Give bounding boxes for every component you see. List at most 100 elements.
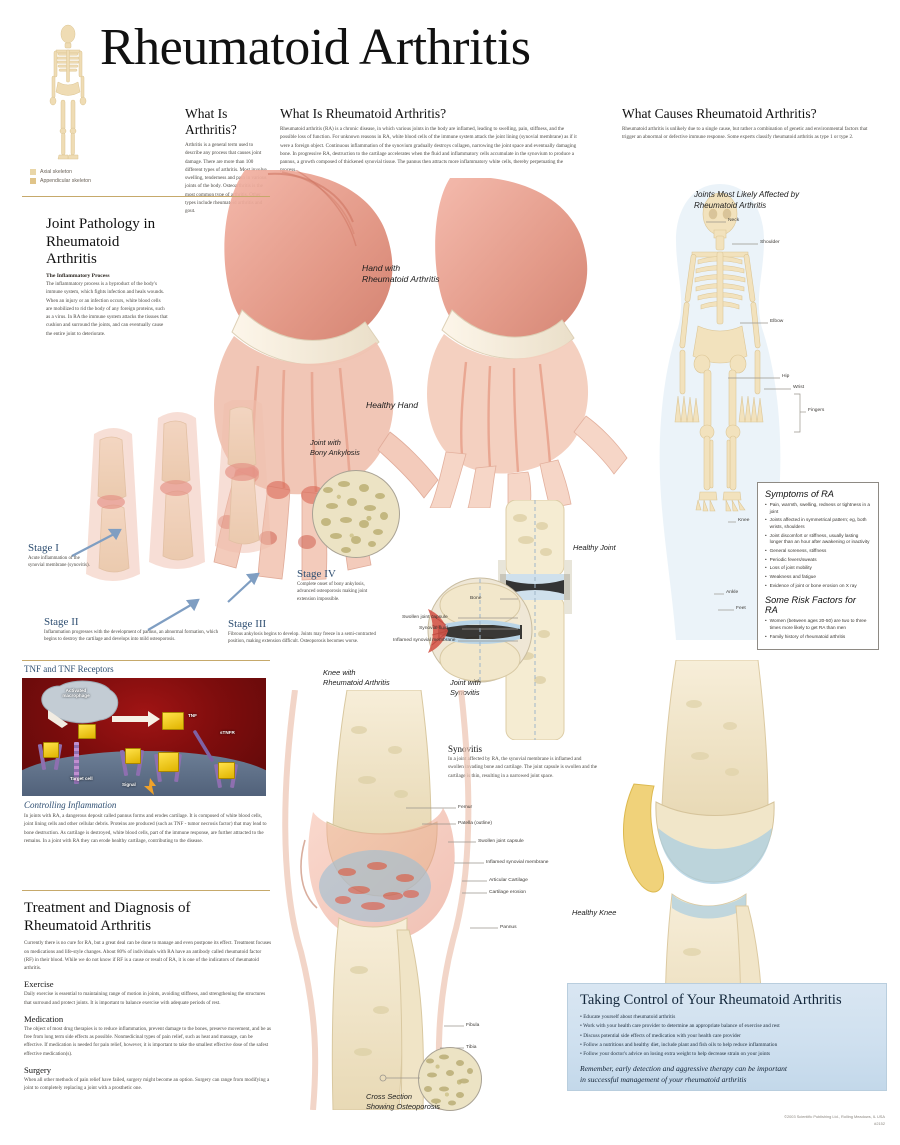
inflammatory-process-body: The inflammatory process is a byproduct … [46, 281, 168, 337]
stage-2-heading: Stage II [44, 616, 79, 628]
risk-item: •Women (between ages 20-50) are two to t… [765, 618, 871, 631]
column-heading: What Is Rheumatoid Arthritis? [280, 106, 447, 121]
legend-label-appendicular: Appendicular skeleton [40, 178, 92, 184]
bullet-dot: • [765, 618, 767, 624]
taking-control-footer: Remember, early detection and aggressive… [580, 1064, 874, 1085]
skeleton-figure-icon [49, 24, 87, 160]
symptom-item: •Joint discomfort or stiffness, usually … [765, 533, 871, 546]
stage-2-text: Inflammation progresses with the develop… [44, 630, 219, 643]
copyright-line-1: ©2003 Scientific Publishing Ltd., Rollin… [784, 1114, 885, 1119]
synovitis-joint-illustration [420, 575, 540, 685]
signal-label: Signal [122, 782, 136, 787]
full-body-skeleton-illustration [640, 178, 800, 648]
osteoporosis-cross-section-circle [418, 1047, 482, 1111]
stage-3-block: Stage III Fibrous ankylosis begins to de… [228, 618, 386, 646]
taking-control-text: Discuss potential side effects of medica… [583, 1032, 741, 1039]
body-label-shoulder: Shoulder [760, 240, 780, 245]
stage-1-block: Stage I Acute inflammation of the synovi… [28, 542, 92, 570]
knee-callout-femur: Femur [458, 805, 473, 810]
healthy-knee-label: Healthy Knee [572, 908, 617, 917]
body-label-elbow: Elbow [770, 319, 784, 324]
symptom-text: Weakness and fatigue [769, 574, 816, 580]
symptoms-heading: Symptoms of RA [765, 489, 834, 499]
joint-callout-swollen-capsule: Swollen joint capsule [402, 615, 448, 620]
hand-ra-label-line1: Hand with [362, 263, 401, 273]
joint-callout-leaders [458, 598, 518, 642]
bony-ankylosis-label-line2: Bony Ankylosis [310, 447, 360, 457]
column-body: Rheumatoid arthritis (RA) is a chronic d… [280, 126, 577, 174]
knee-callout-swollen-capsule: Swollen joint capsule [478, 839, 524, 844]
symptom-item: •Evidence of joint or bone erosion on X … [765, 583, 871, 590]
finger-stage-illustrations [60, 398, 310, 640]
cross-section-label: Cross Section Showing Osteoporosis [366, 1092, 440, 1112]
legend-item: Appendicular skeleton [30, 178, 91, 184]
legend-swatch-axial [30, 169, 36, 175]
taking-control-box: Taking Control of Your Rheumatoid Arthri… [567, 983, 887, 1091]
risk-factors-heading: Some Risk Factors for RA [765, 595, 856, 616]
bullet-dot: • [765, 556, 767, 562]
symptoms-list: •Pain, warmth, swelling, redness or tigh… [765, 502, 871, 589]
target-cell-label: Target cell [70, 776, 93, 781]
symptom-text: General soreness, stiffness [769, 548, 827, 554]
stage-2-block: Stage II Inflammation progresses with th… [44, 616, 222, 644]
bullet-dot: • [765, 548, 767, 554]
knee-callout-inflamed-membrane: Inflamed synovial membrane [486, 860, 549, 865]
tnf-section-heading: TNF and TNF Receptors [24, 664, 114, 674]
controlling-inflammation-body: In joints with RA, a dangerous deposit c… [24, 813, 267, 844]
joint-callout-bone: Bone [470, 596, 482, 601]
tnf-label: TNF [188, 713, 197, 718]
symptom-text: Periodic fevers/sweats [769, 556, 817, 562]
surgery-body: When all other methods of pain relief ha… [24, 1076, 270, 1092]
joints-affected-label: Joints Most Likely Affected by Rheumatoi… [694, 190, 799, 211]
bony-ankylosis-label-line1: Joint with [310, 438, 341, 447]
joint-pathology-section: Joint Pathology in Rheumatoid Arthritis … [46, 216, 168, 338]
bullet-dot: • [765, 565, 767, 571]
joint-pathology-heading-line2: Rheumatoid Arthritis [46, 233, 120, 268]
joint-synovitis-label-line1: Joint with [450, 678, 481, 687]
column-body: Arthritis is a general term used to desc… [185, 142, 267, 214]
bullet-dot: • [765, 582, 767, 588]
bullet-dot: • [765, 502, 767, 507]
symptom-text: Joints affected in symmetrical pattern; … [769, 517, 867, 530]
body-label-ankle: Ankle [726, 590, 739, 595]
body-label-hip: Hip [782, 374, 790, 379]
stage-arrows [71, 528, 260, 631]
bullet-dot: • [765, 517, 767, 523]
stage-4-text: Complete onset of bony ankylosis, advanc… [297, 582, 368, 602]
column-body: Rheumatoid arthritis is unlikely due to … [622, 126, 868, 141]
stage-1-text: Acute inflammation of the synovial membr… [28, 556, 90, 569]
symptom-text: Pain, warmth, swelling, redness or tight… [769, 502, 870, 514]
bullet-dot: • [765, 574, 767, 580]
body-label-neck: Neck [728, 218, 740, 223]
knee-callout-pannus: Pannus [500, 925, 517, 930]
taking-control-text: Educate yourself about rheumatoid arthri… [583, 1014, 676, 1020]
activated-macrophage-shape [41, 680, 119, 724]
skeleton-legend: Axial skeleton Appendicular skeleton [30, 166, 91, 184]
tnf-receptors-diagram: Activated macrophage TNF sTNFR Target ce… [22, 678, 266, 796]
symptom-item: •Weakness and fatigue [765, 574, 871, 581]
risk-text: Women (between ages 20-50) are two to th… [769, 618, 867, 631]
joint-cross-svg [498, 499, 572, 741]
macrophage-label-line2: macrophage [62, 693, 90, 699]
bony-ankylosis-texture [321, 481, 388, 553]
treatment-heading: Treatment and Diagnosis of Rheumatoid Ar… [24, 900, 272, 935]
medication-heading: Medication [24, 1013, 64, 1024]
macrophage-arrows [48, 710, 160, 728]
taking-control-footer-line1: Remember, early detection and aggressive… [580, 1064, 788, 1074]
skeleton-thumbnail [38, 22, 98, 162]
treatment-heading-line2: Rheumatoid Arthritis [24, 917, 152, 934]
column-heading: What Is Arthritis? [185, 106, 237, 137]
controlling-inflammation-heading: Controlling Inflammation [24, 800, 117, 810]
symptom-item: •Pain, warmth, swelling, redness or tigh… [765, 502, 871, 515]
treatment-body: Currently there is no cure for RA, but a… [24, 940, 272, 972]
macrophage-label-line1: Activated [65, 688, 87, 693]
taking-control-heading: Taking Control of Your Rheumatoid Arthri… [580, 992, 842, 1008]
taking-control-item: • Follow a nutritious and healthy diet, … [580, 1041, 778, 1048]
knee-callout-articular-cartilage: Articular Cartilage [489, 878, 528, 883]
treatment-heading-line1: Treatment and Diagnosis of [24, 900, 191, 916]
body-label-fingers: Fingers [808, 408, 825, 413]
stnfr-label: sTNFR [220, 730, 235, 735]
body-label-wrist: Wrist [793, 385, 805, 390]
tnf-molecule [78, 724, 96, 739]
hand-ra-label: Hand with Rheumatoid Arthritis [362, 263, 440, 285]
